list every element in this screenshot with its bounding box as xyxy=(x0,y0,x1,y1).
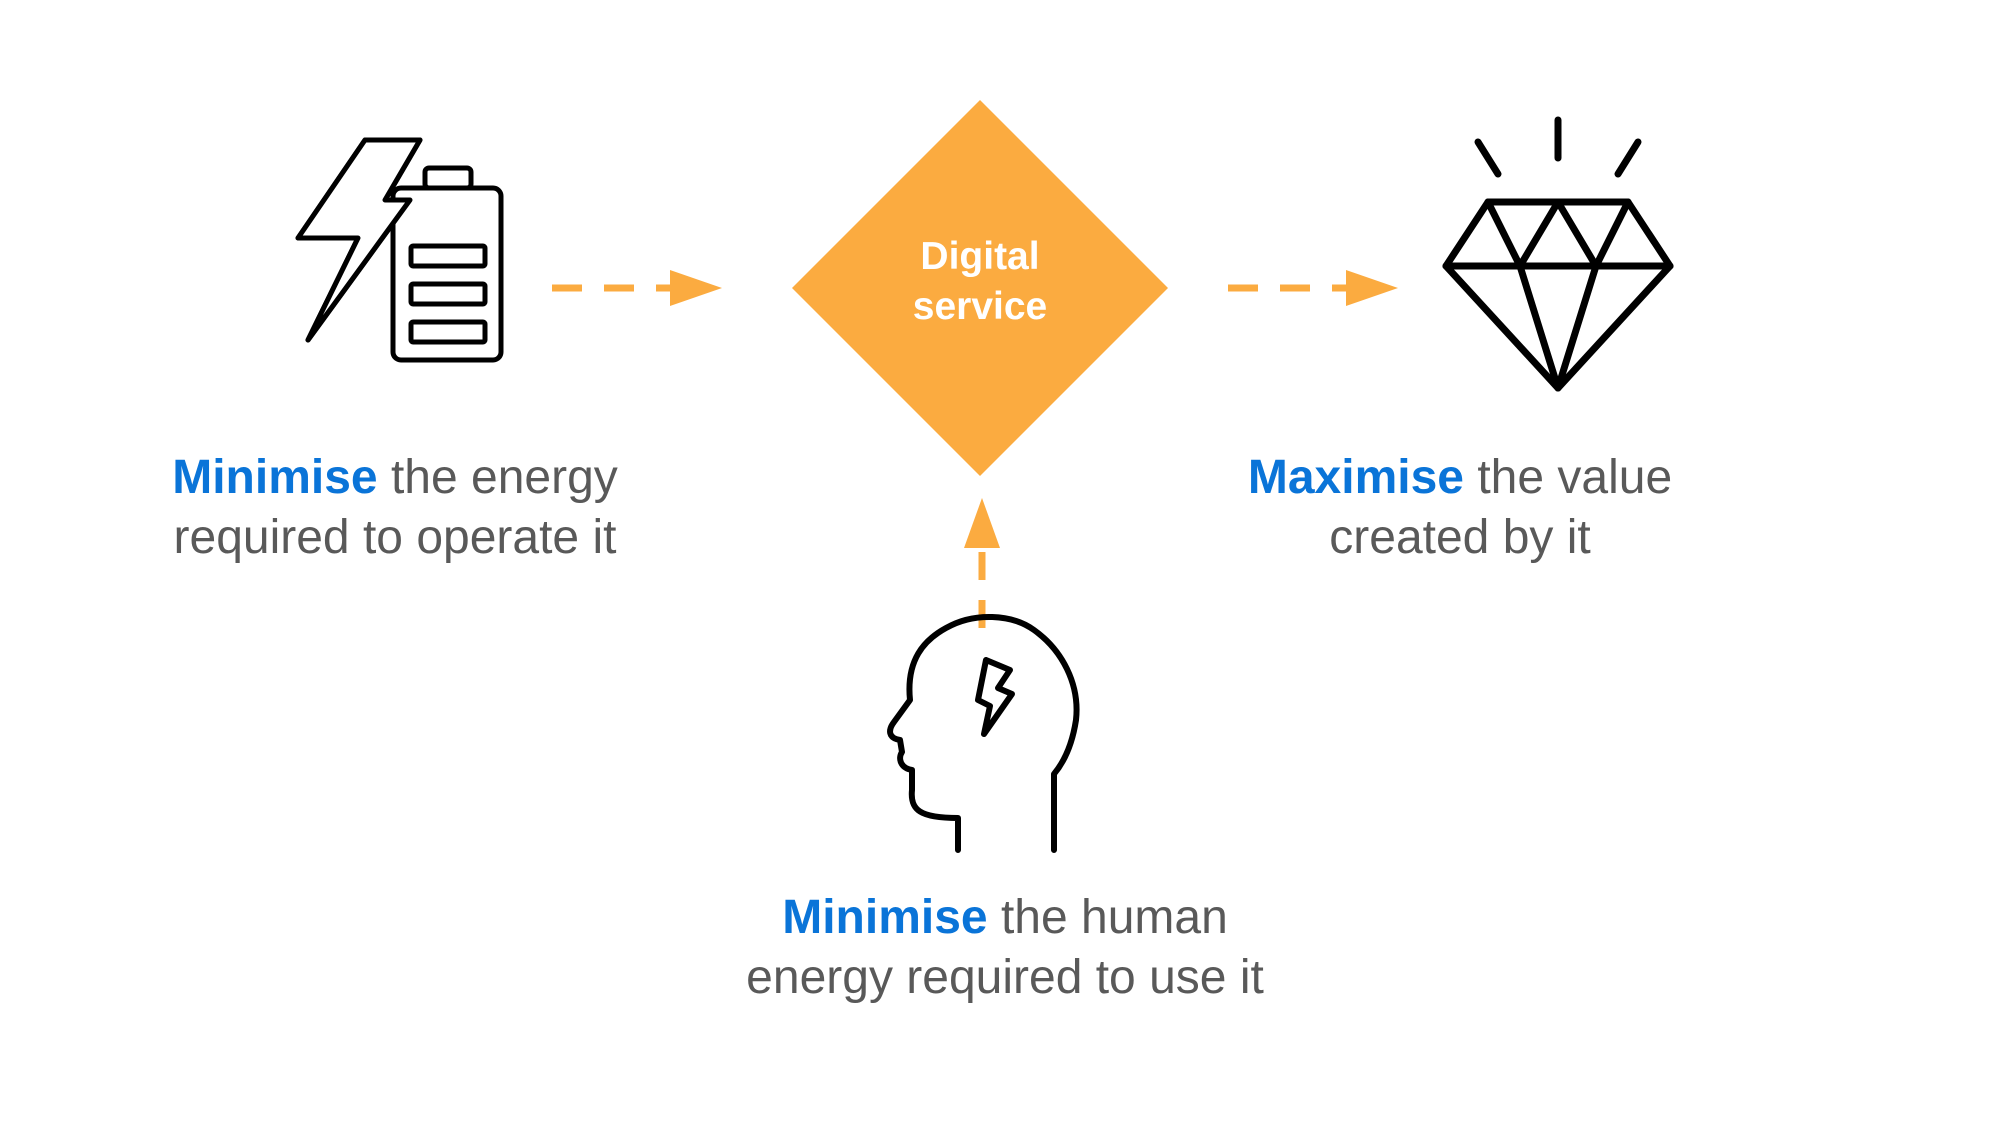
diamond-gem-icon xyxy=(1442,116,1674,392)
arrow-to-value xyxy=(1228,270,1398,306)
human-energy-caption: Minimise the human energy required to us… xyxy=(725,888,1285,1008)
digital-service-line1: Digital xyxy=(920,235,1040,278)
head-lightning-icon xyxy=(887,614,1080,853)
human-energy-rest: the human xyxy=(987,891,1228,944)
operate-energy-emphasis: Minimise xyxy=(172,451,378,504)
digital-service-label: Digital service xyxy=(870,232,1090,332)
digital-service-line2: service xyxy=(912,285,1048,328)
human-energy-emphasis: Minimise xyxy=(782,891,988,944)
operate-energy-rest: the energy xyxy=(377,451,618,504)
operate-energy-caption-line2: required to operate it xyxy=(173,511,617,564)
arrow-from-human xyxy=(964,498,1000,628)
value-caption-line2: created by it xyxy=(1329,511,1591,564)
digital-service-diamond xyxy=(792,100,1168,476)
battery-lightning-icon xyxy=(295,137,504,363)
value-emphasis: Maximise xyxy=(1247,451,1464,504)
value-rest: the value xyxy=(1463,451,1673,504)
value-caption: Maximise the value created by it xyxy=(1180,448,1740,568)
operate-energy-caption-line1: Minimise the energy xyxy=(115,448,675,508)
human-energy-caption-line2: energy required to use it xyxy=(746,951,1264,1004)
human-energy-caption-line1: Minimise the human xyxy=(725,888,1285,948)
arrow-to-service xyxy=(552,270,722,306)
operate-energy-caption: Minimise the energy required to operate … xyxy=(115,448,675,568)
value-caption-line1: Maximise the value xyxy=(1180,448,1740,508)
